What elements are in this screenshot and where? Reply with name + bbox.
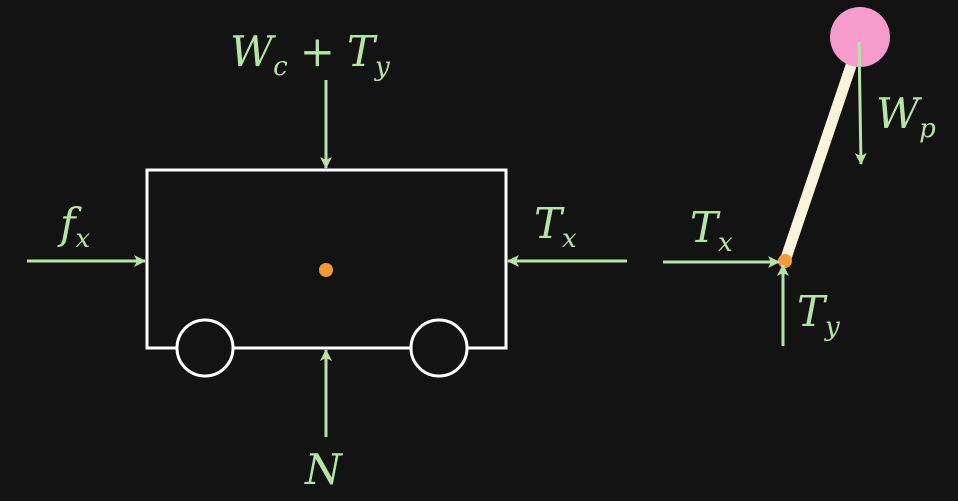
- cart: [145, 168, 508, 378]
- label-plus: +: [300, 27, 335, 76]
- label-tx-pendulum: Tx: [690, 203, 733, 258]
- cart-wheel-left: [175, 318, 235, 378]
- label-t-sub: y: [374, 52, 390, 82]
- arrow-weight-pendulum: [854, 41, 867, 165]
- cart-wheel-right: [409, 318, 469, 378]
- label-tx-cart-sub: x: [562, 224, 577, 254]
- label-ty-pend-sub: y: [824, 312, 840, 342]
- label-weight-plus-ty: Wc +Ty: [230, 27, 390, 82]
- cart-center-of-mass: [319, 263, 333, 277]
- label-tx-pend-main: T: [690, 203, 721, 252]
- label-ty-pendulum: Ty: [797, 287, 840, 342]
- label-wp-main: W: [876, 89, 923, 138]
- cart-body: [145, 168, 508, 350]
- label-tx-pend-sub: x: [718, 228, 733, 258]
- label-wp: Wp: [876, 89, 936, 144]
- pendulum-bob: [830, 7, 890, 67]
- label-f-sub: x: [76, 224, 91, 254]
- pendulum-pivot: [778, 254, 792, 268]
- label-tx-cart: Tx: [534, 199, 577, 254]
- label-ty-pend-main: T: [797, 287, 828, 336]
- label-tx-cart-main: T: [534, 199, 565, 248]
- label-t: T: [347, 27, 378, 76]
- label-w-sub: c: [273, 52, 288, 82]
- pendulum: [778, 7, 890, 268]
- label-wp-sub: p: [919, 114, 936, 144]
- pendulum-rod: [779, 40, 865, 263]
- label-fx: fx: [57, 199, 91, 254]
- label-w: W: [230, 27, 277, 76]
- label-normal: N: [304, 445, 343, 494]
